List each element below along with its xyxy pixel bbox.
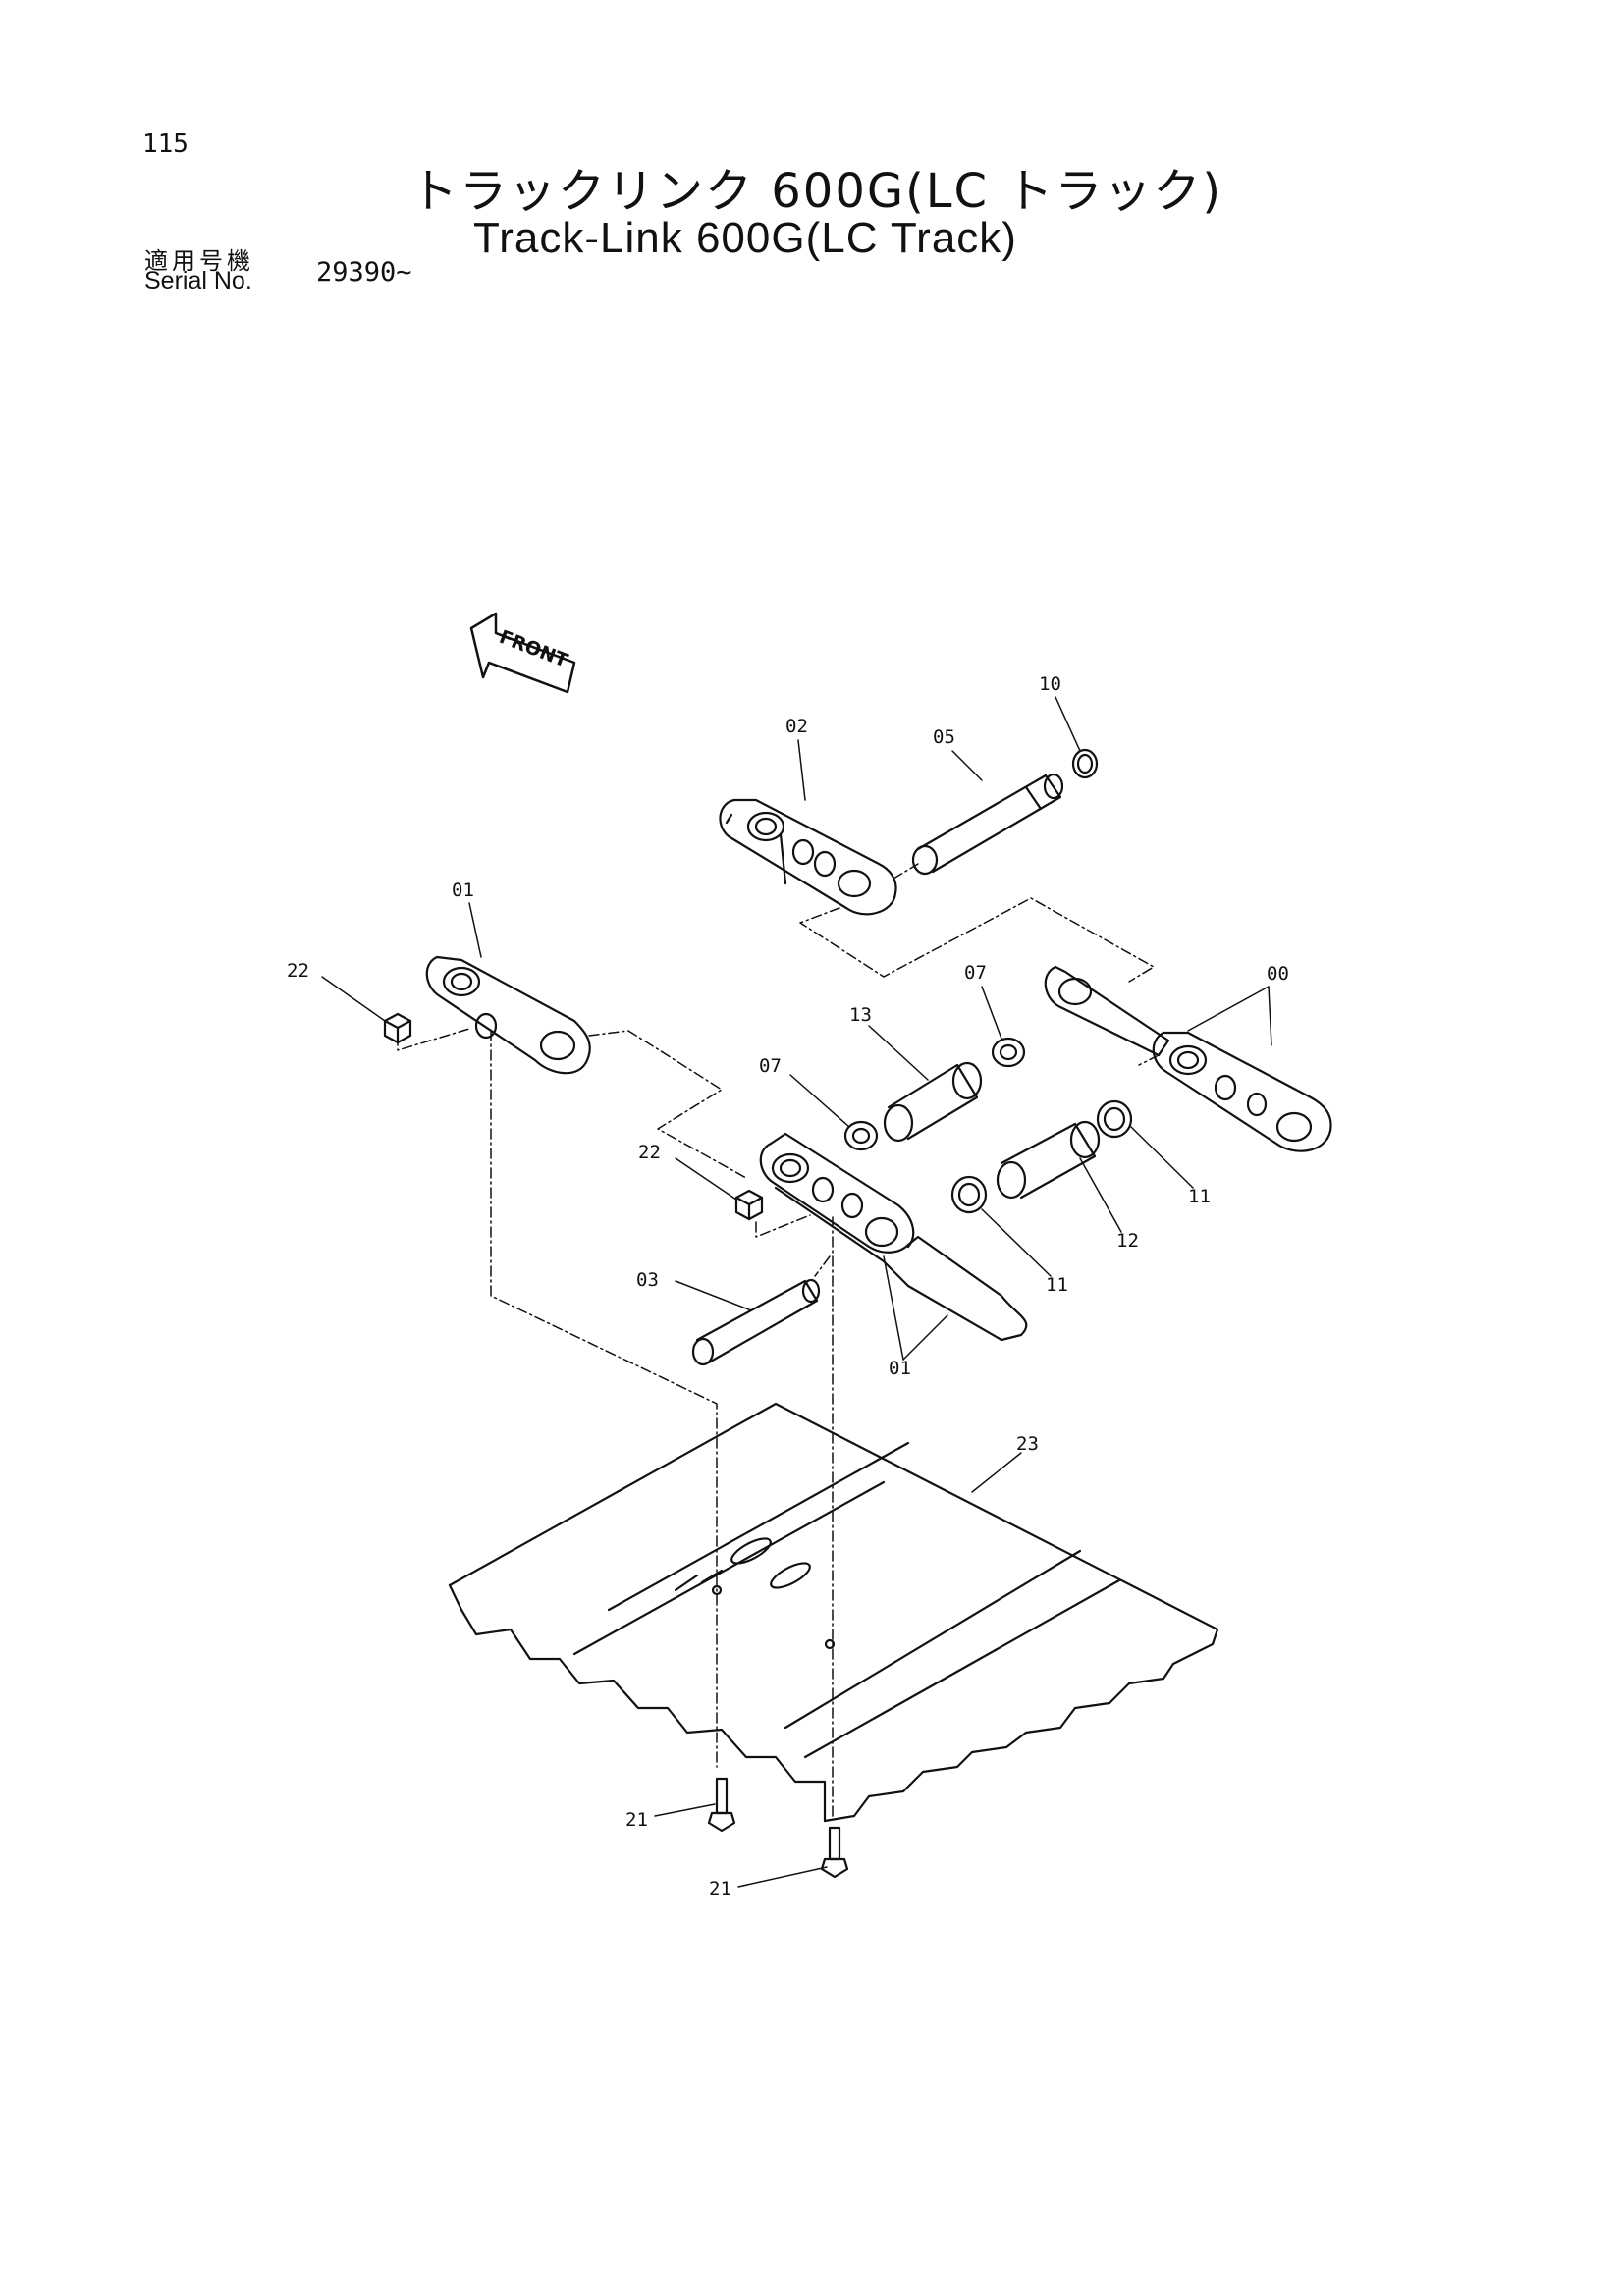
serial-label-japanese: 適用号機 <box>144 247 254 275</box>
part-21-bolt-lower <box>820 1826 849 1879</box>
callout-22-upper: 22 <box>287 960 309 982</box>
callout-23: 23 <box>1016 1433 1039 1455</box>
callout-00: 00 <box>1267 963 1289 985</box>
callout-02: 02 <box>785 716 808 737</box>
part-12-bushing <box>996 1120 1101 1200</box>
callout-labels: 02 05 10 01 22 00 07 13 07 22 11 12 11 0… <box>287 673 1289 1899</box>
callout-13: 13 <box>849 1004 872 1026</box>
part-02-track-link <box>719 798 897 916</box>
callout-07-lower: 07 <box>759 1055 782 1077</box>
part-11-dust-seal-right <box>1096 1099 1133 1139</box>
callout-10: 10 <box>1039 673 1061 695</box>
callout-03: 03 <box>636 1269 659 1291</box>
part-01-track-link-front <box>759 1132 1028 1342</box>
callout-22-lower: 22 <box>638 1142 661 1163</box>
page-title-english: Track-Link 600G(LC Track) <box>473 214 1017 262</box>
assembly-guide-lines <box>397 863 1160 1817</box>
part-01-track-link-left <box>425 955 591 1075</box>
part-07-seal-upper <box>991 1037 1026 1068</box>
callout-21-upper: 21 <box>625 1809 648 1831</box>
callout-11-right: 11 <box>1188 1186 1211 1207</box>
serial-label-english: Serial No. <box>144 267 252 294</box>
callout-01-lower: 01 <box>889 1358 911 1379</box>
part-05-pin <box>911 773 1064 876</box>
front-arrow-label: FRONT <box>497 626 571 672</box>
callout-07-upper: 07 <box>964 962 987 984</box>
callout-01-upper: 01 <box>452 880 474 901</box>
callout-21-lower: 21 <box>709 1878 731 1899</box>
page-number: 115 <box>142 130 189 159</box>
callout-11-left: 11 <box>1046 1274 1068 1296</box>
front-arrow-icon: FRONT <box>469 612 576 694</box>
part-10-snap-ring <box>1071 748 1099 779</box>
page-title-japanese: トラックリンク 600G(LC トラック) <box>410 164 1223 219</box>
part-11-dust-seal-left <box>950 1175 988 1214</box>
callout-12: 12 <box>1116 1230 1139 1252</box>
part-23-track-shoe <box>448 1402 1219 1823</box>
part-21-bolt-upper <box>707 1777 736 1833</box>
callout-leader-lines <box>321 696 1272 1888</box>
part-00-track-link-assembly <box>1044 965 1332 1152</box>
serial-number-range: 29390~ <box>316 257 412 288</box>
part-13-bushing <box>883 1061 983 1143</box>
part-22-nut-lower <box>734 1189 764 1221</box>
part-07-seal-lower <box>843 1120 879 1151</box>
part-03-pin <box>691 1278 821 1366</box>
callout-05: 05 <box>933 726 955 748</box>
